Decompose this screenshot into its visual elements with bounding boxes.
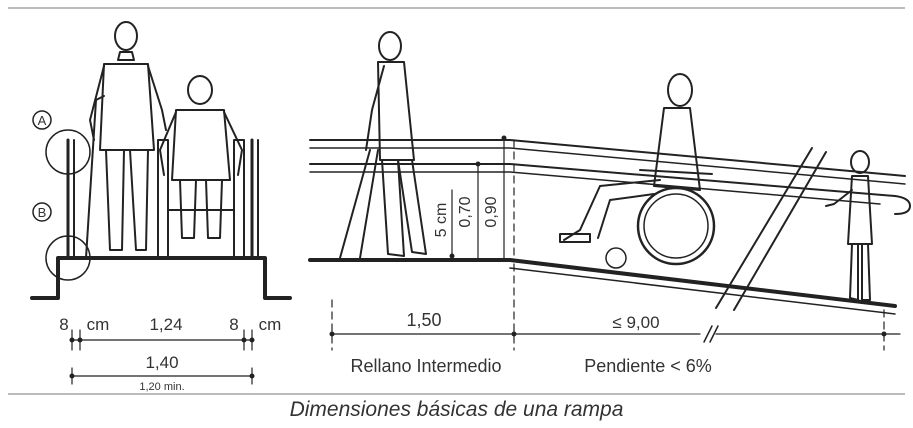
dim-140: 1,40 <box>145 353 178 372</box>
wheelchair-user-front <box>157 75 245 259</box>
child-side <box>825 150 873 301</box>
marker-a-circle <box>32 110 52 130</box>
dim-070: 0,70 <box>457 196 474 227</box>
ramp-floor <box>308 258 897 308</box>
dim-120-min: 1,20 min. <box>139 381 184 393</box>
marker-b: B <box>38 205 47 220</box>
dim-124: 1,24 <box>149 315 182 334</box>
dim-900: ≤ 9,00 <box>612 313 659 332</box>
dim-150: 1,50 <box>406 310 441 330</box>
dim-090: 0,90 <box>483 196 500 227</box>
ramp-floor-under <box>509 267 896 315</box>
dim-5cm: 5 cm <box>433 203 450 238</box>
detail-circle-a <box>45 129 91 175</box>
front-dimensions <box>69 329 255 385</box>
dim-8-right: 8 <box>229 315 238 334</box>
walking-person-side <box>339 31 427 259</box>
break-line <box>715 147 813 309</box>
dim-8-left: 8 <box>59 315 68 334</box>
side-view: 5 cm 0,70 0,90 <box>308 31 911 376</box>
front-platform-profile <box>30 256 292 300</box>
figure-caption: Dimensiones básicas de una rampa <box>289 398 624 421</box>
marker-b-circle <box>32 202 52 222</box>
front-view: A B <box>30 21 292 393</box>
handrail-upper <box>309 139 906 177</box>
marker-a: A <box>38 113 47 128</box>
slope-label: Pendiente < 6% <box>584 356 712 376</box>
landing-label: Rellano Intermedio <box>350 356 501 376</box>
height-dimensions <box>449 135 507 259</box>
side-dimensions <box>329 139 901 351</box>
handrail-lower <box>309 163 911 215</box>
wheelchair-user-side <box>559 73 716 269</box>
dim-cm-right: cm <box>259 315 282 334</box>
handrail-lower-2 <box>309 171 881 205</box>
dim-cm-left: cm <box>87 315 110 334</box>
handrail-upper-2 <box>309 147 906 185</box>
break-line-2 <box>733 151 827 311</box>
detail-circle-b <box>45 235 91 281</box>
standing-person-front <box>85 21 167 259</box>
